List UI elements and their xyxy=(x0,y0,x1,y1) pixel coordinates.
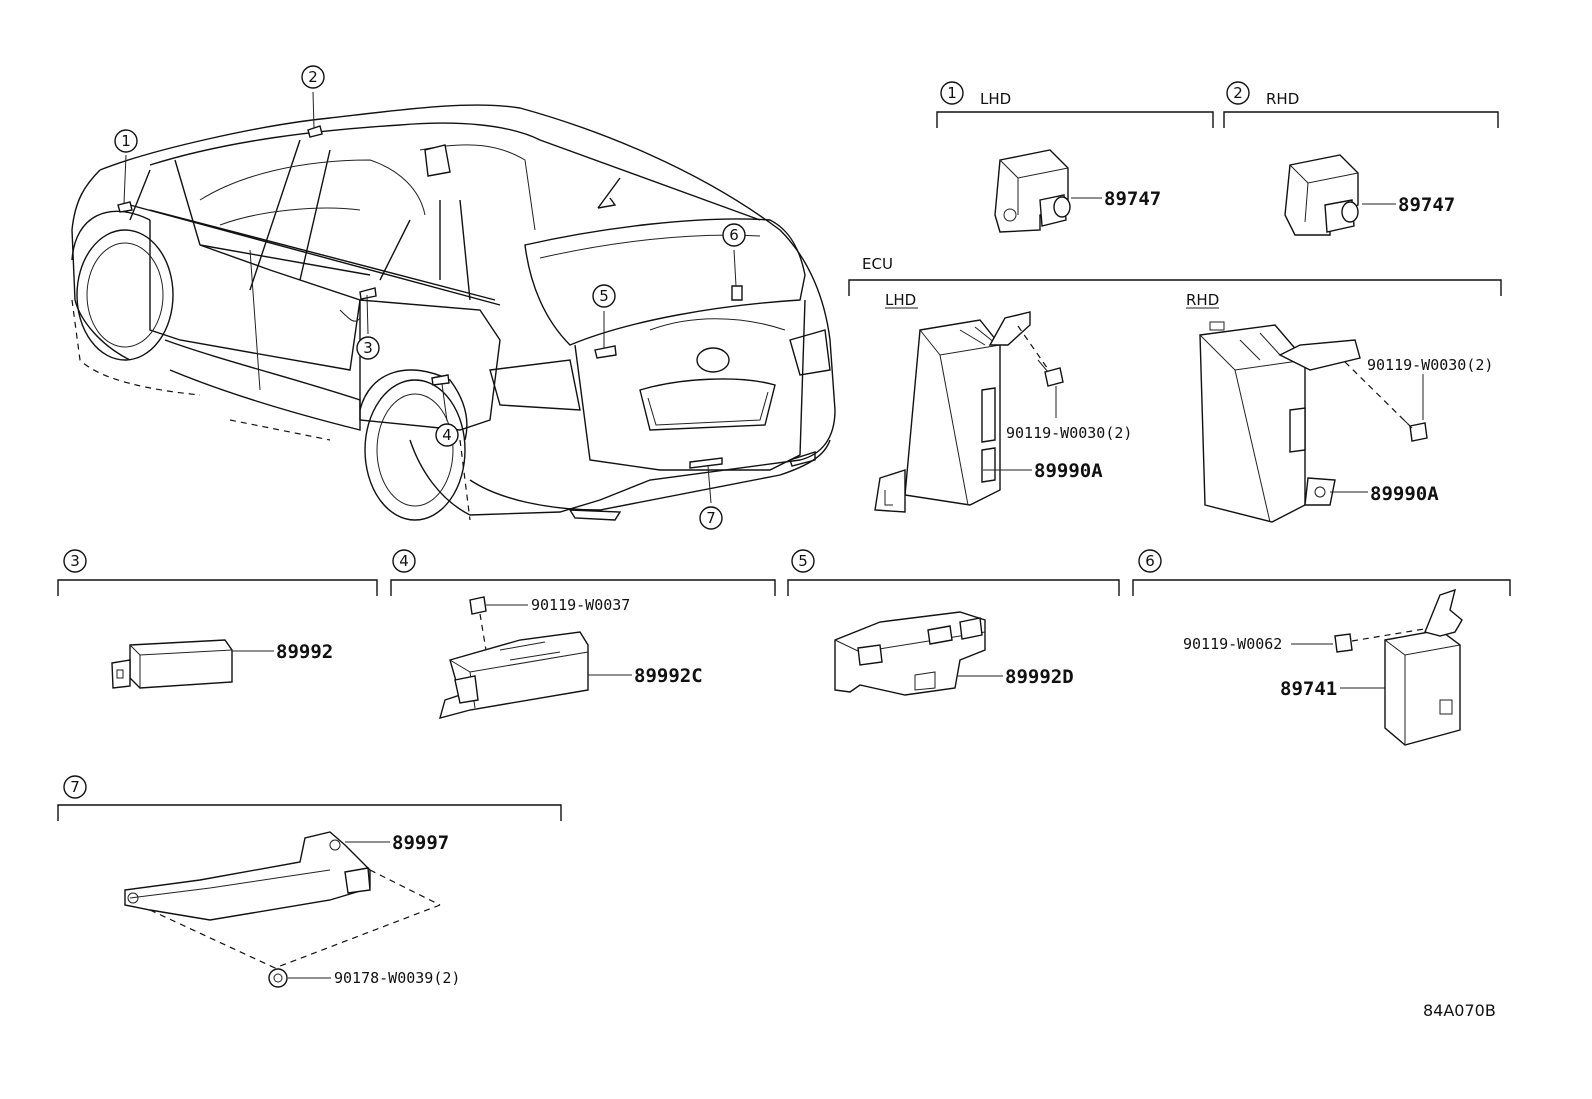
vehicle-illustration: 1 2 3 4 5 6 7 xyxy=(71,65,836,530)
part-number-89992d: 89992D xyxy=(1005,666,1074,688)
ecu-lhd-drawing xyxy=(874,311,1031,513)
part-89997-drawing xyxy=(124,831,371,921)
section-6: 6 90119-W0062 89741 xyxy=(1132,549,1511,746)
svg-text:3: 3 xyxy=(363,339,373,357)
section-2-rhd: 2 RHD 89747 xyxy=(1223,81,1499,236)
section-ecu: ECU LHD RHD 90119-W0030(2) 89990A xyxy=(848,255,1502,523)
section-7: 7 89997 90178-W0039(2) xyxy=(57,775,562,988)
car-callout-1: 1 xyxy=(114,129,138,153)
ecu-rhd-drawing xyxy=(1199,321,1361,523)
section-2-label: RHD xyxy=(1266,90,1299,108)
car-callout-3: 3 xyxy=(356,336,380,360)
bolt-90119-w0062-drawing xyxy=(1334,627,1431,653)
section-5: 5 89992D xyxy=(787,549,1120,696)
section-4: 4 90119-W0037 89992C xyxy=(390,549,776,719)
bolt-rhd-drawing xyxy=(1399,415,1428,442)
section-5-number: 5 xyxy=(798,552,808,570)
ecu-label: ECU xyxy=(862,255,893,273)
section-6-number: 6 xyxy=(1145,552,1155,570)
part-89747-lhd-drawing xyxy=(994,149,1071,233)
svg-text:6: 6 xyxy=(729,226,739,244)
part-number-89747-rhd: 89747 xyxy=(1398,194,1455,216)
section-1-number: 1 xyxy=(947,84,957,102)
section-3-number: 3 xyxy=(70,552,80,570)
part-number-90119-w0062: 90119-W0062 xyxy=(1183,635,1282,653)
part-number-89741: 89741 xyxy=(1280,678,1337,700)
part-number-89992: 89992 xyxy=(276,641,333,663)
part-number-89997: 89997 xyxy=(392,832,449,854)
section-1-lhd: 1 LHD 89747 xyxy=(936,81,1214,233)
part-89992c-drawing xyxy=(438,631,589,719)
car-callout-7: 7 xyxy=(699,506,723,530)
part-number-90178-w0039: 90178-W0039(2) xyxy=(334,969,460,987)
part-number-90119-w0037: 90119-W0037 xyxy=(531,596,630,614)
diagram-code: 84A070B xyxy=(1423,1001,1496,1020)
nut-90178-w0039-drawing xyxy=(268,968,288,988)
car-callout-2: 2 xyxy=(301,65,325,89)
part-89992d-drawing xyxy=(834,611,986,696)
part-89992-drawing xyxy=(111,639,233,689)
part-89747-rhd-drawing xyxy=(1284,154,1359,236)
car-callout-5: 5 xyxy=(592,284,616,308)
part-number-89990a-rhd: 89990A xyxy=(1370,483,1439,505)
svg-text:7: 7 xyxy=(706,509,716,527)
ecu-rhd-label: RHD xyxy=(1186,291,1219,309)
section-3: 3 89992 xyxy=(57,549,378,689)
car-callout-4: 4 xyxy=(435,423,459,447)
svg-text:5: 5 xyxy=(599,287,609,305)
bolt-lhd-drawing xyxy=(1037,359,1064,387)
car-callout-6: 6 xyxy=(722,223,746,247)
part-number-90119-w0030-lhd: 90119-W0030(2) xyxy=(1006,424,1132,442)
part-89741-drawing xyxy=(1384,588,1463,746)
section-1-label: LHD xyxy=(980,90,1011,108)
section-7-number: 7 xyxy=(70,778,80,796)
svg-text:1: 1 xyxy=(121,132,131,150)
svg-text:4: 4 xyxy=(442,426,452,444)
part-number-89992c: 89992C xyxy=(634,665,703,687)
section-2-number: 2 xyxy=(1233,84,1243,102)
part-number-89747-lhd: 89747 xyxy=(1104,188,1161,210)
section-4-number: 4 xyxy=(399,552,409,570)
bolt-90119-w0037-drawing xyxy=(469,596,487,651)
part-number-90119-w0030-rhd: 90119-W0030(2) xyxy=(1367,356,1493,374)
svg-text:2: 2 xyxy=(308,68,318,86)
ecu-lhd-label: LHD xyxy=(885,291,916,309)
part-number-89990a-lhd: 89990A xyxy=(1034,460,1103,482)
